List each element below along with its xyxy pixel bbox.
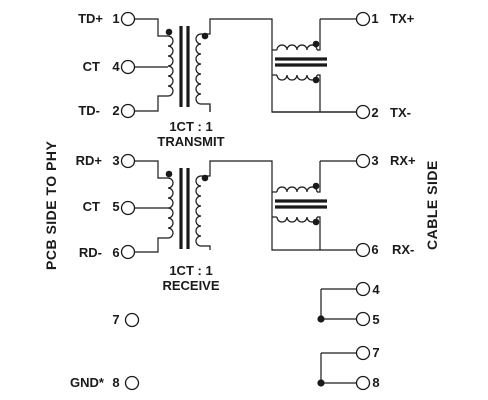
pin-num-r2: 2 [371,105,378,120]
cable-side-label: CABLE SIDE [424,160,440,250]
pin-terminal-left-4 [120,59,136,75]
pin-name-td-plus: TD+ [78,11,103,26]
pin-terminal-right-4 [355,281,371,297]
pin-num-r4: 4 [372,282,380,297]
pin-terminal-right-6 [355,242,371,258]
pair-7-8-short [317,352,356,387]
polarity-dot [312,182,320,190]
pin-num-r7: 7 [372,345,379,360]
junction-dot [317,379,325,387]
pin-terminal-left-3 [120,153,136,169]
pin-terminal-left-2 [120,103,136,119]
pin-terminal-right-8 [355,375,371,391]
pin-terminal-right-2 [355,104,371,120]
polarity-dot [312,218,320,226]
pin-terminal-right-5 [355,311,371,327]
pin-terminal-left-6 [120,244,136,260]
pin-terminal-left-1 [120,11,136,27]
pin-terminal-left-7 [124,312,140,328]
pcb-side-label: PCB SIDE TO PHY [43,140,59,270]
pin-name-rx-plus: RX+ [390,153,416,168]
pin-name-rx-minus: RX- [392,242,414,257]
pin-num-r8: 8 [372,375,379,390]
pin-name-tx-plus: TX+ [390,11,415,26]
pin-num-4: 4 [112,59,120,74]
pin-num-r1: 1 [371,11,378,26]
pin-num-8: 8 [112,375,119,390]
receive-ratio: 1CT : 1 [169,263,212,278]
polarity-dot [201,32,209,40]
transmit-title: TRANSMIT [157,134,224,149]
polarity-dot [312,40,320,48]
pin-name-ct-rx: CT [83,199,100,214]
pin-terminal-right-3 [355,153,371,169]
pin-terminal-left-5 [120,200,136,216]
pair-4-5-short [317,288,356,323]
pin-name-rd-minus: RD- [79,245,102,260]
polarity-dot [165,28,173,36]
pin-name-rd-plus: RD+ [76,153,103,168]
pin-terminal-right-7 [355,345,371,361]
polarity-dot [312,76,320,84]
pin-num-r3: 3 [371,153,378,168]
pin-num-5: 5 [112,199,119,214]
polarity-dot [201,174,209,182]
transmit-circuit [134,18,360,113]
pin-terminal-left-8 [124,375,140,391]
polarity-dot [165,170,173,178]
pin-terminal-right-1 [355,11,371,27]
pin-name-tx-minus: TX- [390,105,411,120]
receive-title: RECEIVE [162,278,219,293]
pin-num-1: 1 [112,11,119,26]
transmit-ratio: 1CT : 1 [169,119,212,134]
receive-circuit [134,160,360,253]
pin-num-7: 7 [112,312,119,327]
pin-num-6: 6 [112,245,119,260]
pin-name-gnd: GND* [70,375,105,390]
pin-name-td-minus: TD- [78,103,100,118]
pin-num-3: 3 [112,153,119,168]
pin-name-ct-tx: CT [83,59,100,74]
pin-num-r6: 6 [371,242,378,257]
pin-num-2: 2 [112,103,119,118]
pin-num-r5: 5 [372,312,379,327]
junction-dot [317,315,325,323]
